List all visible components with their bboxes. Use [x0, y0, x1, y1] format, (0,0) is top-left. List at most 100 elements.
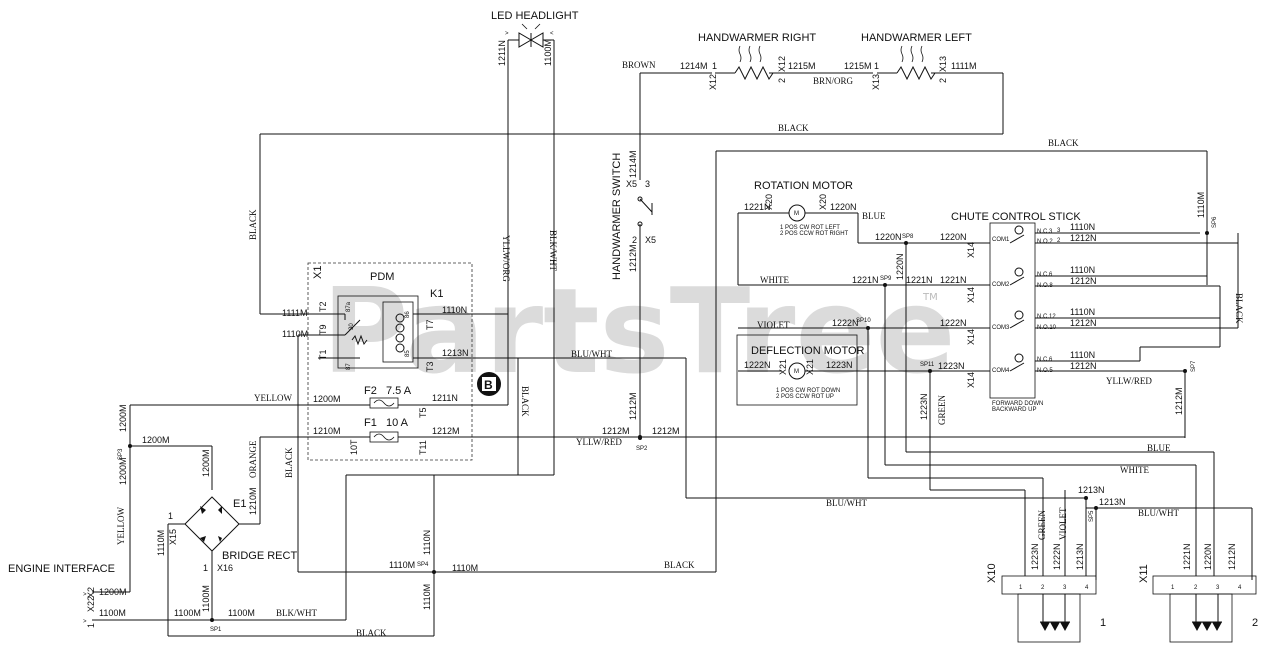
blu-wht-label-2: BLU/WHT: [826, 498, 867, 508]
chute-control-stick: 1220N SP8 1220N X14 COM1 N.C.3 N.O.2 111…: [738, 222, 1244, 438]
x5-ref-b: X5: [645, 235, 656, 245]
pin-3a: 3: [1057, 228, 1061, 234]
wire-1212n-2: 1212N: [1070, 276, 1097, 286]
svg-text:>: >: [83, 619, 87, 625]
def-note-1: 1 POS CW ROT DOWN: [776, 388, 840, 394]
wire-1200m-vert: 1200M: [118, 404, 128, 432]
brown-label: BROWN: [622, 60, 656, 70]
svg-text:>: >: [83, 592, 87, 598]
handwarmer-switch: 1214M X5 3 2 X5 1212M 1212M SP2: [626, 150, 656, 452]
pin-2a: 2: [1057, 238, 1061, 244]
svg-text:>: >: [505, 31, 509, 37]
badge-text: B: [484, 378, 493, 392]
sp3-label: SP3: [118, 448, 124, 460]
wire-1213n-pdm: 1213N: [442, 348, 469, 358]
black-label-6: BLACK: [284, 447, 294, 478]
wire-1110m-x15: 1110M: [156, 530, 166, 556]
x20-ref-a: X20: [764, 194, 774, 210]
x16-pin1: 1: [203, 563, 208, 573]
wire-1215m-b: 1215M: [844, 61, 872, 71]
x2-ref: X2: [86, 587, 96, 598]
t1-label: T1: [318, 349, 328, 360]
wire-1223n-vert: 1223N: [919, 393, 929, 420]
t3-label: T3: [425, 361, 435, 372]
black-label-8: BLACK: [356, 628, 387, 638]
blu-wht-label-1: BLU/WHT: [571, 349, 612, 359]
nc6b-label: N.C.6: [1037, 357, 1053, 363]
wire-1100m-engine: 1100M: [99, 608, 126, 618]
wire-1100m-led: 1100M: [543, 39, 553, 66]
yllw-red-label-1: YLLW/RED: [576, 437, 622, 447]
fuse-f2-rating: 7.5 A: [386, 385, 412, 397]
wire-1212m-right: 1212M: [1174, 387, 1184, 415]
wire-1212m-sp2: 1212M: [628, 392, 638, 420]
x11-pin3: 3: [1216, 585, 1220, 591]
x11-connector: 1 2 3 4 1221N 1220N 1212N: [1152, 452, 1257, 643]
wire-1200m-fuse: 1200M: [313, 394, 341, 404]
handwarmer-right-title: HANDWARMER RIGHT: [698, 32, 816, 44]
wire-1110n-pdm: 1110N: [442, 305, 467, 315]
badge-b: B: [477, 372, 501, 396]
x11-wire-2: 1220N: [1203, 543, 1213, 570]
x10-title: X10: [986, 563, 998, 583]
led-headlight-title: LED HEADLIGHT: [491, 10, 579, 22]
t2-label: T2: [318, 301, 328, 312]
x22-ref: X22: [86, 596, 96, 612]
x11-pin4: 4: [1238, 585, 1242, 591]
wire-1110m-right: 1110M: [1196, 192, 1206, 218]
x10-pin2: 2: [1041, 585, 1045, 591]
wire-1214m-top: 1214M: [680, 61, 708, 71]
white-label-1: WHITE: [760, 275, 789, 285]
k30-label: 30: [349, 323, 355, 330]
blk-wht-label-2: BLK/WHT: [276, 608, 317, 618]
x12-ref-b: X12: [777, 56, 787, 72]
wire-1213n-a: 1213N: [1078, 485, 1105, 495]
x10-pin1: 1: [1019, 585, 1023, 591]
yllw-org-label: YLLW/ORG: [501, 235, 511, 282]
wire-1200m-bridge: 1200M: [201, 449, 211, 477]
svg-text:<: <: [550, 31, 554, 37]
chute-control-title: CHUTE CONTROL STICK: [951, 211, 1081, 223]
x11-pin1: 1: [1171, 585, 1175, 591]
wire-1223n-def: 1223N: [826, 360, 853, 370]
fuse-f1-rating: 10 A: [386, 417, 409, 429]
green-label-1: GREEN: [937, 395, 947, 425]
wire-1110m-sp4: 1110M: [389, 560, 415, 570]
wire-1220n-com1: 1220N: [875, 232, 902, 242]
violet-label-2: VIOLET: [1058, 507, 1068, 540]
x14-ref-b: X14: [966, 287, 976, 303]
wire-1110m-pdm: 1110M: [282, 329, 308, 339]
deflection-motor: 1222N X21 M X21 1223N 1 POS CW ROT DOWN …: [736, 334, 920, 406]
x11-wire-1: 1221N: [1182, 543, 1192, 570]
pdm-title: PDM: [370, 271, 394, 283]
e1-title: E1: [233, 498, 246, 510]
wire-1212n-4: 1212N: [1070, 361, 1097, 371]
t7-label: T7: [425, 319, 435, 330]
wire-1222n-def: 1222N: [744, 360, 771, 370]
x12-pin2: 2: [777, 78, 787, 83]
watermark-tm: TM: [922, 292, 938, 303]
nc12-label: N.C.12: [1037, 314, 1056, 320]
com2-label: COM2: [992, 282, 1010, 288]
wire-1220n-x14: 1220N: [940, 232, 967, 242]
engine-connector: X2 X22 1 1200M 1100M > > 1100M SP1 1100M…: [83, 585, 346, 633]
wire-1210m: 1210M: [248, 487, 258, 515]
x12-pin1: 1: [712, 61, 717, 71]
wire-1100m-sp1: 1100M: [174, 608, 201, 618]
x10-wire-4: 1213N: [1075, 543, 1085, 570]
x14-ref-d: X14: [966, 372, 976, 388]
wire-1100m-sp1b: 1100M: [228, 608, 255, 618]
wire-1220n-rot: 1220N: [830, 202, 857, 212]
orange-label: ORANGE: [248, 440, 258, 478]
violet-label-1: VIOLET: [757, 320, 790, 330]
stick-note-forward: FORWARD DOWN: [992, 401, 1043, 407]
wire-1110n-2: 1110N: [1070, 265, 1095, 275]
x12-ref-a: X12: [708, 74, 718, 90]
rot-note-2: 2 POS CCW ROT RIGHT: [780, 231, 849, 237]
engine-interface-title: ENGINE INTERFACE: [8, 563, 115, 575]
black-label-7: BLACK: [664, 560, 695, 570]
x14-ref-c: X14: [966, 329, 976, 345]
x21-ref-b: X21: [805, 359, 815, 375]
white-label-2: WHITE: [1120, 465, 1149, 475]
